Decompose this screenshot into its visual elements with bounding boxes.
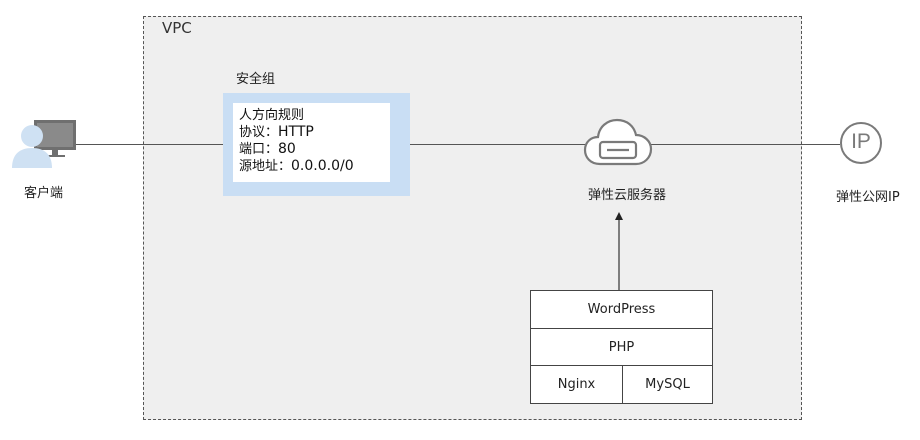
rule-port-value: 80 xyxy=(278,141,296,157)
stack-to-ecs-arrow xyxy=(615,212,623,290)
ecs-to-eip-line xyxy=(650,144,840,145)
rule-port: 端口：80 xyxy=(239,141,390,158)
eip-label: 弹性公网IP xyxy=(836,190,900,205)
cloud-server-icon xyxy=(583,118,653,166)
sg-to-ecs-line xyxy=(410,144,585,145)
client-label: 客户端 xyxy=(24,186,64,201)
rule-source-key: 源地址： xyxy=(239,159,292,174)
rule-protocol: 协议：HTTP xyxy=(239,124,390,141)
stack-divider-1 xyxy=(531,328,712,329)
stack-nginx: Nginx xyxy=(557,377,596,392)
rule-title: 人方向规则 xyxy=(239,108,305,123)
security-group-rules: 人方向规则 协议：HTTP 端口：80 源地址：0.0.0.0/0 xyxy=(233,103,390,182)
stack-wordpress: WordPress xyxy=(587,302,656,317)
rule-port-key: 端口： xyxy=(239,142,279,157)
ecs-label: 弹性云服务器 xyxy=(588,188,667,203)
eip-icon-text: IP xyxy=(851,130,871,153)
rule-source-value: 0.0.0.0/0 xyxy=(291,158,354,174)
stack-divider-2 xyxy=(531,365,712,366)
vpc-label: VPC xyxy=(162,19,192,37)
rule-protocol-value: HTTP xyxy=(278,124,314,140)
client-computer-icon xyxy=(12,120,76,168)
eip-icon: IP xyxy=(840,122,882,164)
rule-source: 源地址：0.0.0.0/0 xyxy=(239,158,390,175)
software-stack: WordPress PHP Nginx MySQL xyxy=(530,290,713,404)
stack-php: PHP xyxy=(608,339,635,355)
rule-protocol-key: 协议： xyxy=(239,125,279,140)
stack-mysql: MySQL xyxy=(645,377,690,392)
client-to-sg-line xyxy=(76,144,223,145)
security-group-label: 安全组 xyxy=(236,72,276,87)
stack-divider-3 xyxy=(622,366,623,403)
